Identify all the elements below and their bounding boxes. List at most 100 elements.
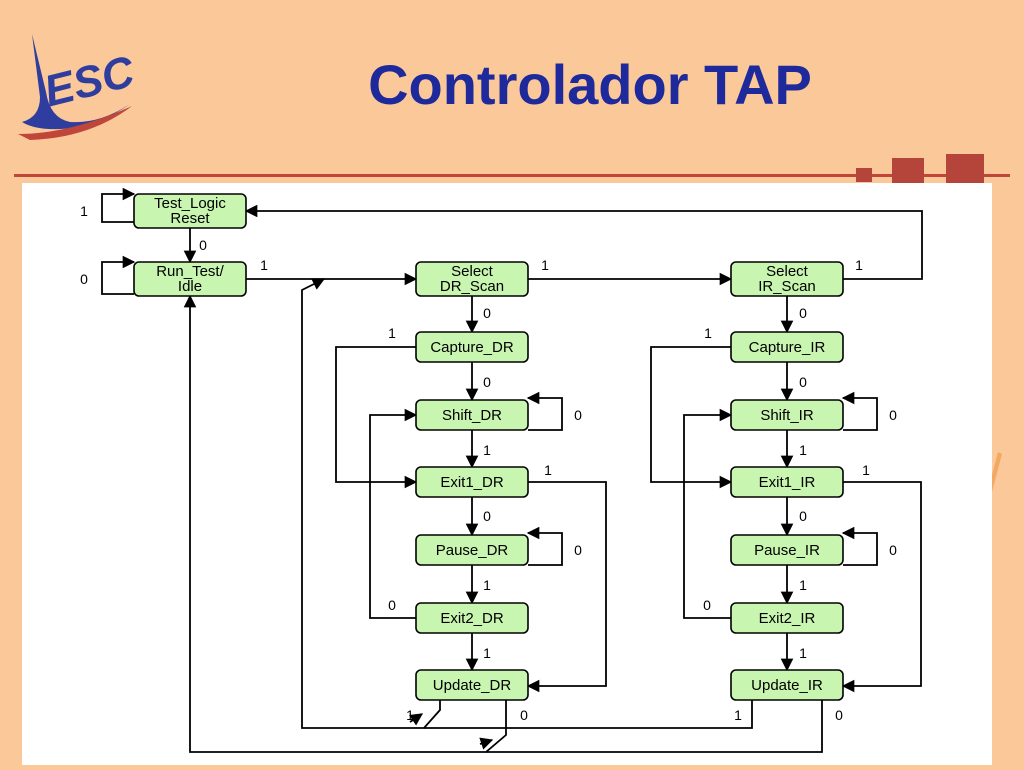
transition-edge bbox=[650, 346, 733, 489]
edge-label-e1dr-pdr: 0 bbox=[483, 508, 491, 524]
transition-lines bbox=[101, 187, 923, 753]
state-box bbox=[730, 669, 844, 701]
state-box bbox=[415, 466, 529, 498]
state-label: DR_Scan bbox=[440, 278, 504, 295]
state-label: Capture_IR bbox=[749, 339, 826, 356]
edge-label-shir-e1ir: 1 bbox=[799, 442, 807, 458]
edge-label-shdr-e1dr: 1 bbox=[483, 442, 491, 458]
edge-label-pir-self: 0 bbox=[889, 542, 897, 558]
edge-label-e2ir-shir: 0 bbox=[703, 597, 711, 613]
logo-swoosh bbox=[22, 34, 130, 130]
transition-edge bbox=[683, 408, 733, 619]
state-boxes: Test_LogicResetRun_Test/IdleSelectDR_Sca… bbox=[133, 193, 844, 701]
edge-label-e1ir-uir: 1 bbox=[862, 462, 870, 478]
edge-label-e2dr-shdr: 0 bbox=[388, 597, 396, 613]
state-rti: Run_Test/Idle bbox=[133, 261, 247, 297]
state-box bbox=[415, 331, 529, 363]
state-cdr: Capture_DR bbox=[415, 331, 529, 363]
transition-edge bbox=[369, 408, 418, 619]
state-shir: Shift_IR bbox=[730, 399, 844, 431]
title-divider bbox=[14, 174, 1010, 177]
transition-edge bbox=[841, 481, 922, 693]
state-label: Pause_IR bbox=[754, 542, 820, 559]
state-box bbox=[133, 261, 247, 297]
state-box bbox=[730, 466, 844, 498]
state-pir: Pause_IR bbox=[730, 534, 844, 566]
state-label: Shift_IR bbox=[760, 407, 814, 424]
transition-edge bbox=[526, 526, 563, 566]
state-label: Run_Test/ bbox=[156, 263, 224, 280]
state-label: IR_Scan bbox=[758, 278, 816, 295]
divider-square-small bbox=[856, 168, 872, 182]
state-shdr: Shift_DR bbox=[415, 399, 529, 431]
edge-label-uir-sdr: 1 bbox=[734, 707, 742, 723]
edge-label-tlr-self: 1 bbox=[80, 203, 88, 219]
state-label: Update_IR bbox=[751, 677, 823, 694]
state-pdr: Pause_DR bbox=[415, 534, 529, 566]
state-label: Exit2_DR bbox=[440, 610, 504, 627]
state-box bbox=[730, 602, 844, 634]
edge-label-cir-e1ir: 1 bbox=[704, 325, 712, 341]
edge-label-uir-rti: 0 bbox=[835, 707, 843, 723]
state-e2dr: Exit2_DR bbox=[415, 602, 529, 634]
esc-logo: ESC bbox=[18, 34, 140, 140]
transition-edge bbox=[841, 526, 878, 566]
state-label: Test_Logic bbox=[154, 195, 226, 212]
edge-label-shir-self: 0 bbox=[889, 407, 897, 423]
transition-edge bbox=[101, 255, 136, 295]
state-box bbox=[730, 261, 844, 297]
state-label: Shift_DR bbox=[442, 407, 502, 424]
edge-label-cdr-shdr: 0 bbox=[483, 374, 491, 390]
state-box bbox=[730, 534, 844, 566]
state-box bbox=[415, 399, 529, 431]
edge-label-sdr-sir: 1 bbox=[541, 257, 549, 273]
state-label: Exit2_IR bbox=[759, 610, 816, 627]
state-label: Exit1_IR bbox=[759, 474, 816, 491]
transition-edge bbox=[526, 481, 607, 693]
edge-label-rti-self: 0 bbox=[80, 271, 88, 287]
state-label: Reset bbox=[170, 210, 210, 227]
state-label: Select bbox=[451, 263, 494, 280]
state-e1ir: Exit1_IR bbox=[730, 466, 844, 498]
edge-label-sir-tlr: 1 bbox=[855, 257, 863, 273]
state-label: Select bbox=[766, 263, 809, 280]
state-label: Update_DR bbox=[433, 677, 512, 694]
edge-label-sdr-cdr: 0 bbox=[483, 305, 491, 321]
state-label: Idle bbox=[178, 278, 202, 295]
state-box bbox=[415, 261, 529, 297]
state-e1dr: Exit1_DR bbox=[415, 466, 529, 498]
divider-square-medium bbox=[892, 158, 924, 184]
state-box bbox=[415, 602, 529, 634]
state-label: Exit1_DR bbox=[440, 474, 504, 491]
state-label: Capture_DR bbox=[430, 339, 514, 356]
state-uir: Update_IR bbox=[730, 669, 844, 701]
edge-label-shdr-self: 0 bbox=[574, 407, 582, 423]
edge-label-udr-sdr: 1 bbox=[406, 707, 414, 723]
edge-label-rti-sdr: 1 bbox=[260, 257, 268, 273]
edge-label-e2dr-udr: 1 bbox=[483, 645, 491, 661]
edge-label-cir-shir: 0 bbox=[799, 374, 807, 390]
edge-label-pdr-e2dr: 1 bbox=[483, 577, 491, 593]
transition-edge bbox=[301, 278, 441, 729]
state-box bbox=[730, 331, 844, 363]
transition-edge bbox=[409, 713, 424, 726]
edge-label-pir-e2ir: 1 bbox=[799, 577, 807, 593]
logo-swoosh-red bbox=[18, 106, 132, 140]
transition-edge bbox=[479, 737, 494, 750]
transition-edge bbox=[841, 391, 878, 431]
edge-label-e1dr-udr: 1 bbox=[544, 462, 552, 478]
transition-edge bbox=[101, 187, 136, 223]
state-e2ir: Exit2_IR bbox=[730, 602, 844, 634]
state-box bbox=[730, 399, 844, 431]
edge-label-sir-cir: 0 bbox=[799, 305, 807, 321]
transition-edge bbox=[486, 700, 823, 753]
edge-label-cdr-e1dr: 1 bbox=[388, 325, 396, 341]
edge-label-tlr-rti: 0 bbox=[199, 237, 207, 253]
transition-edge bbox=[424, 700, 753, 729]
